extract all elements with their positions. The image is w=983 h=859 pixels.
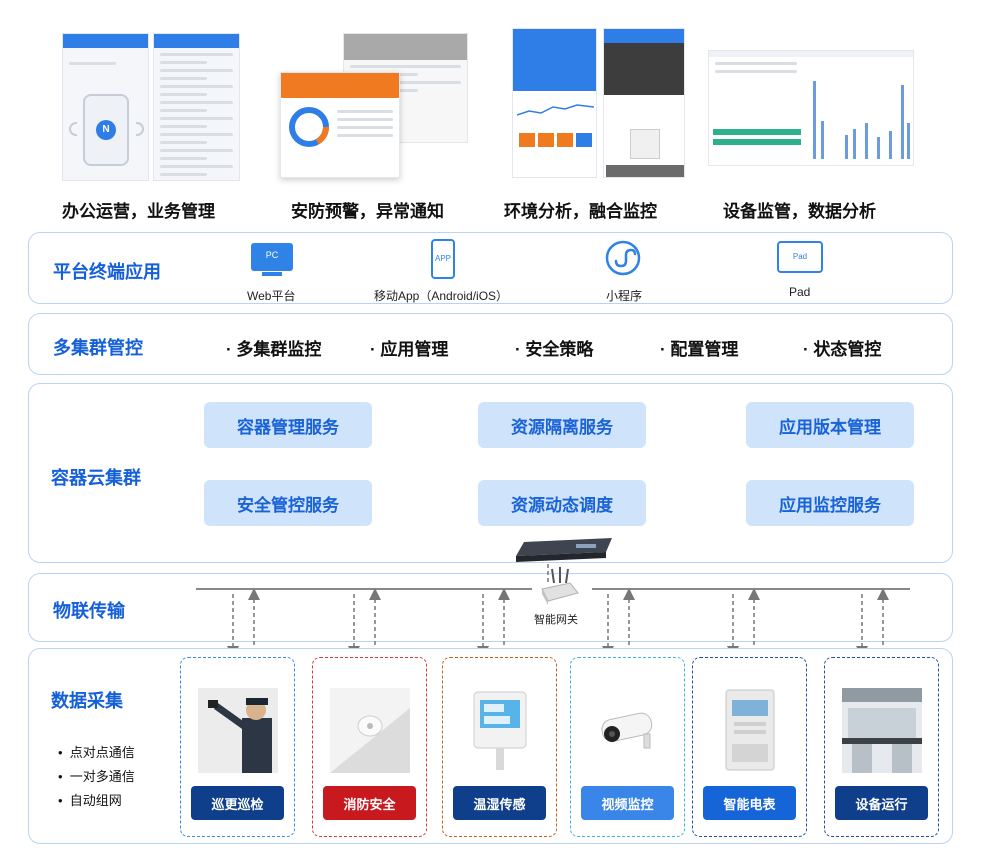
phone-screen-video: [603, 28, 685, 178]
service-resource-isolation: 资源隔离服务: [478, 402, 646, 448]
group-patrol: 巡更巡检: [180, 657, 295, 837]
server-icon: [516, 538, 612, 562]
line-chart-icon: [517, 104, 594, 116]
group-label-smart-meter: 智能电表: [703, 786, 796, 820]
gateway-label: 智能网关: [534, 614, 578, 626]
dpad-icon: [630, 129, 660, 159]
container-cluster-title: 容器云集群: [51, 468, 141, 488]
feature-status-control: · 状态管控: [803, 340, 882, 359]
patrol-guard-image: [198, 688, 278, 773]
group-smart-meter: 智能电表: [692, 657, 807, 837]
platform-panel: 平台终端应用 PC Web平台 APP 移动App（Android/iOS） 小…: [28, 232, 953, 304]
caption-environment: 环境分析，融合监控: [504, 202, 657, 221]
group-label-equipment-operation: 设备运行: [835, 786, 928, 820]
mini-program-icon: [605, 240, 641, 276]
iot-title: 物联传输: [53, 601, 125, 621]
bar-chart-icon: [813, 81, 910, 159]
alert-card-warning: [280, 72, 400, 178]
iot-connection-lines: [196, 564, 910, 658]
caption-security: 安防预警，异常通知: [291, 202, 444, 221]
caption-office: 办公运营，业务管理: [62, 202, 215, 221]
pad-icon: Pad: [777, 241, 823, 273]
service-app-monitoring: 应用监控服务: [746, 480, 914, 526]
caption-device: 设备监管，数据分析: [723, 202, 876, 221]
electric-meter-image: [725, 689, 775, 771]
service-app-version: 应用版本管理: [746, 402, 914, 448]
mobile-app-icon: APP: [431, 239, 455, 279]
phone-screen-nfc: N: [62, 33, 149, 181]
feature-security-policy: · 安全策略: [515, 340, 594, 359]
data-collection-title: 数据采集: [51, 691, 123, 711]
phone-screen-chart: [512, 28, 597, 178]
feature-config-management: · 配置管理: [660, 340, 739, 359]
platform-title: 平台终端应用: [53, 262, 161, 282]
group-temp-humidity: 温湿传感: [442, 657, 557, 837]
group-label-temp-humidity: 温湿传感: [453, 786, 546, 820]
group-equipment-operation: 设备运行: [824, 657, 939, 837]
gateway-icon: [541, 567, 579, 605]
service-security-control: 安全管控服务: [204, 480, 372, 526]
terminal-label-pad: Pad: [789, 285, 811, 299]
service-resource-scheduling: 资源动态调度: [478, 480, 646, 526]
bullet-auto-network: • 自动组网: [58, 793, 122, 808]
smoke-detector-image: [330, 688, 410, 773]
iot-panel: 物联传输: [28, 573, 953, 642]
camera-image: [601, 712, 653, 749]
lab-equipment-image: [842, 688, 922, 773]
group-fire-safety: 消防安全: [312, 657, 427, 837]
group-video-surveillance: 视频监控: [570, 657, 685, 837]
service-container-management: 容器管理服务: [204, 402, 372, 448]
bullet-p2p: • 点对点通信: [58, 745, 135, 760]
cluster-management-panel: 多集群管控: [28, 313, 953, 375]
nfc-icon: N: [96, 120, 116, 140]
dashboard-screen: [708, 50, 914, 166]
terminal-label-app: 移动App（Android/iOS）: [374, 289, 509, 303]
cluster-management-title: 多集群管控: [53, 338, 143, 358]
feature-cluster-monitor: · 多集群监控: [226, 340, 322, 359]
feature-app-management: · 应用管理: [370, 340, 449, 359]
group-label-patrol: 巡更巡检: [191, 786, 284, 820]
terminal-label-mini-program: 小程序: [606, 289, 643, 303]
group-label-video-surveillance: 视频监控: [581, 786, 674, 820]
phone-screen-records: [153, 33, 240, 181]
temp-humidity-sensor-image: [473, 691, 527, 770]
group-label-fire-safety: 消防安全: [323, 786, 416, 820]
terminal-label-web: Web平台: [247, 289, 296, 303]
pc-icon: PC: [251, 243, 293, 276]
bullet-one-to-many: • 一对多通信: [58, 769, 135, 784]
donut-chart-icon: [289, 107, 329, 147]
